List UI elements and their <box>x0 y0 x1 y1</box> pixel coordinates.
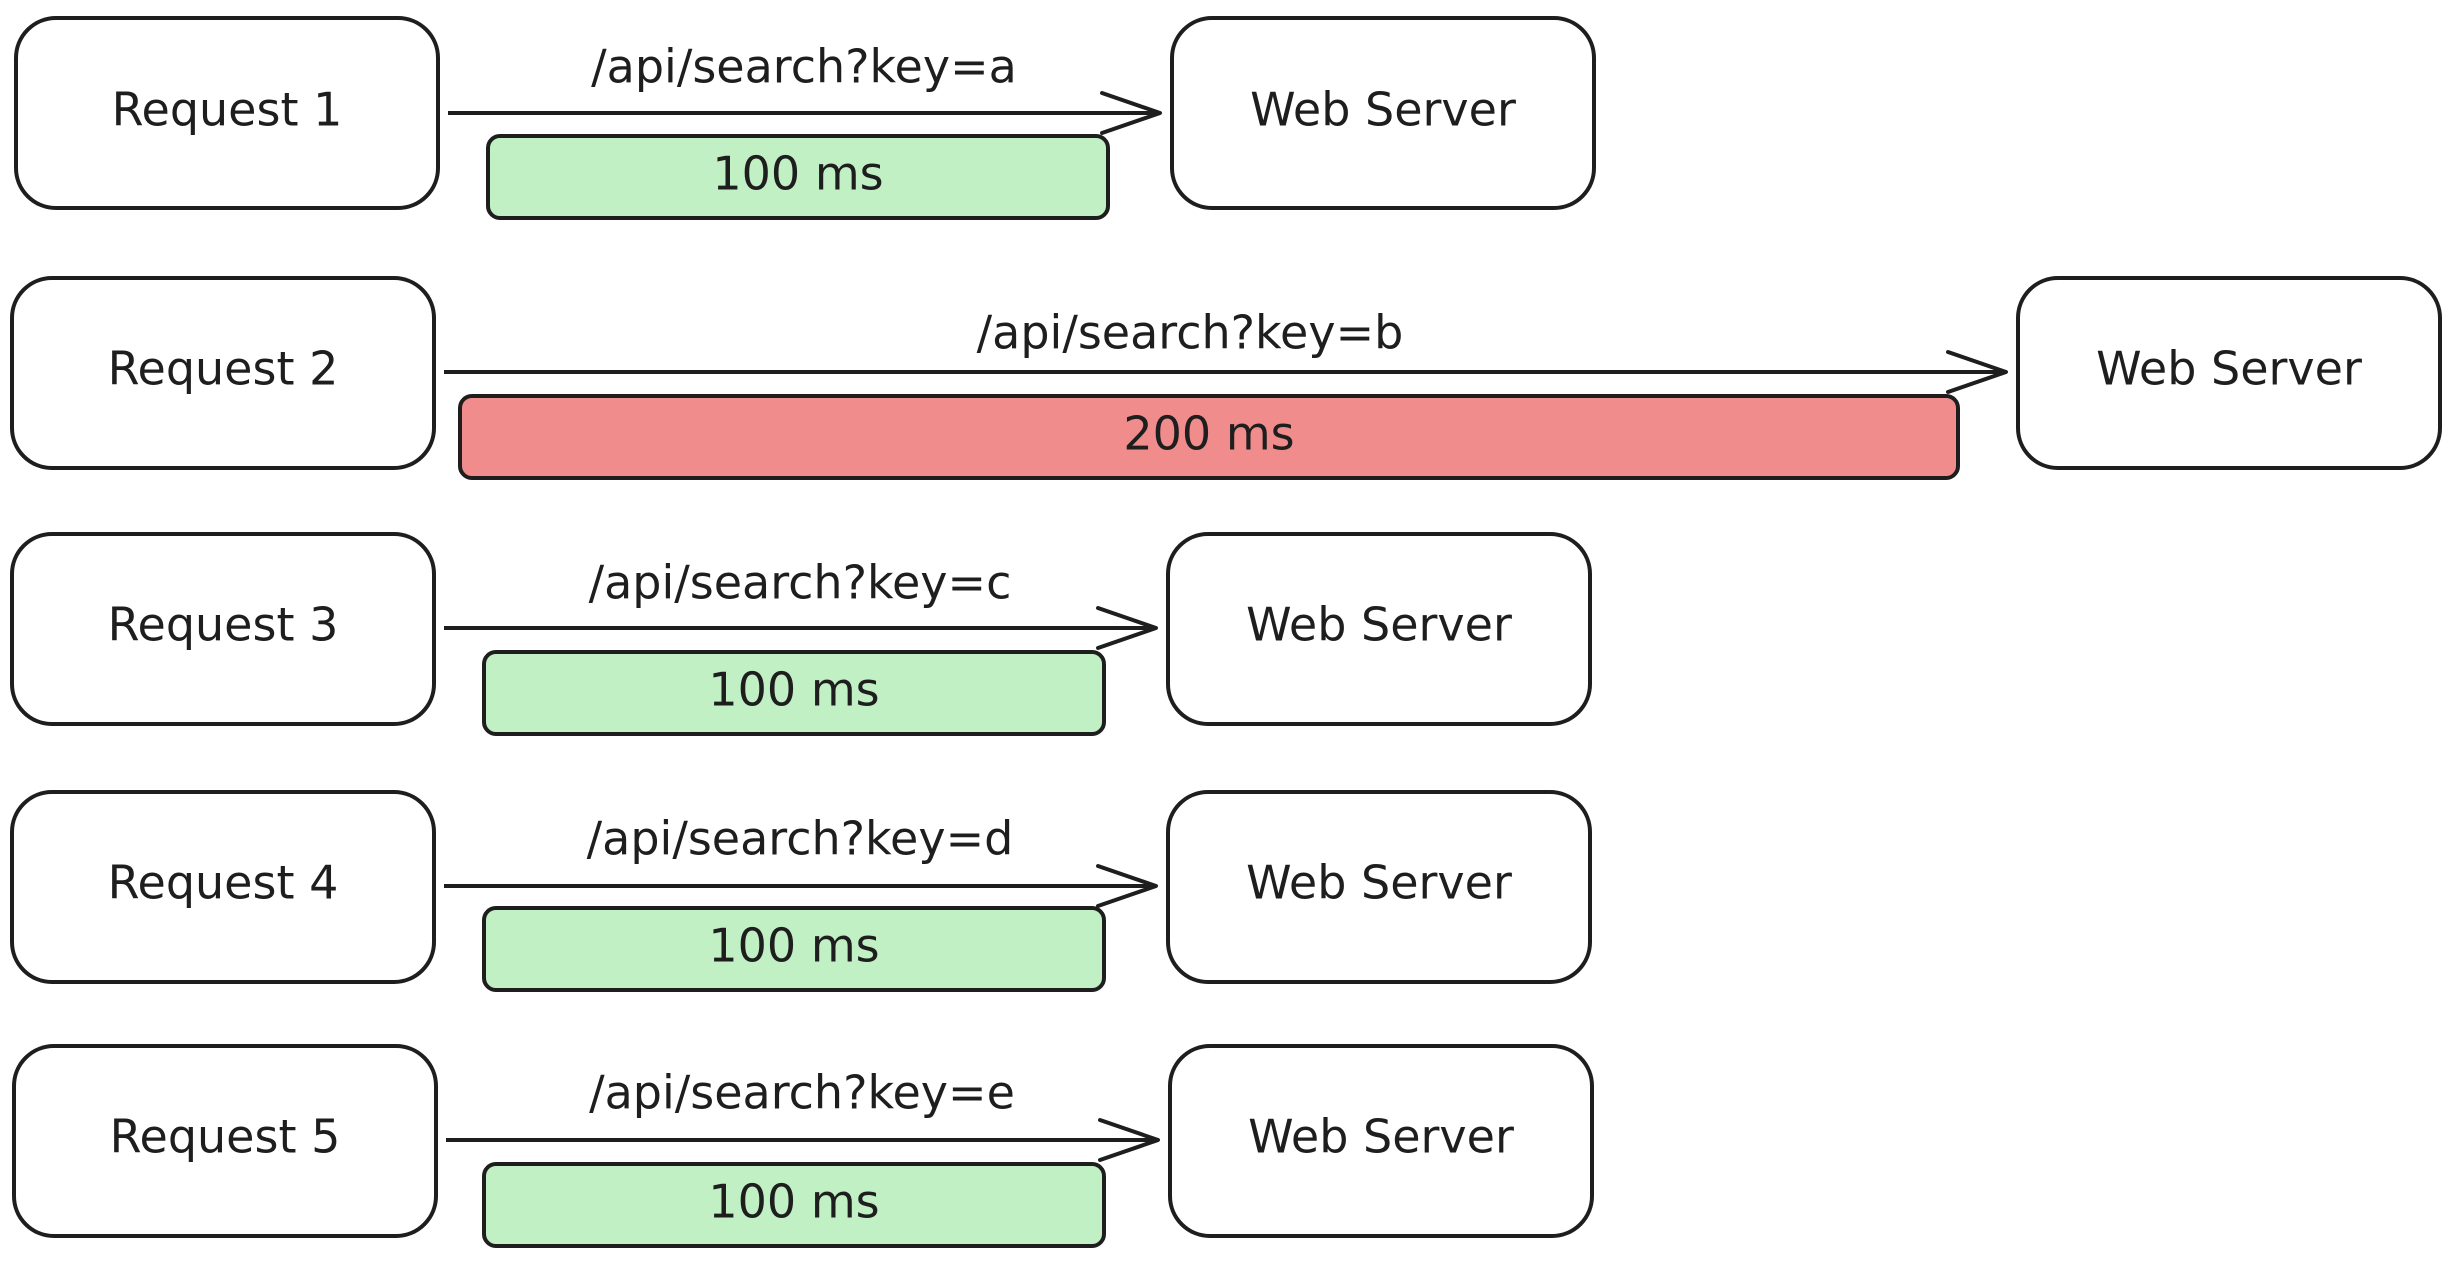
request-url-label: /api/search?key=a <box>591 40 1017 94</box>
web-server-label: Web Server <box>1250 83 1516 137</box>
request-row: Request 3 /api/search?key=c 100 ms Web S… <box>10 532 1592 736</box>
duration-label: 100 ms <box>712 147 883 201</box>
duration-label: 100 ms <box>708 663 879 717</box>
web-server-label: Web Server <box>1246 598 1512 652</box>
request-box <box>14 16 440 210</box>
request-row: Request 2 /api/search?key=b 200 ms Web S… <box>10 276 2442 480</box>
web-server-label: Web Server <box>1246 856 1512 910</box>
request-url-label: /api/search?key=c <box>589 556 1012 610</box>
web-server-label: Web Server <box>2096 342 2362 396</box>
duration-label: 100 ms <box>708 1175 879 1229</box>
request-url-label: /api/search?key=e <box>589 1066 1015 1120</box>
arrow-head <box>1100 91 1162 135</box>
request-box <box>10 276 436 470</box>
request-row: Request 5 /api/search?key=e 100 ms Web S… <box>12 1044 1594 1248</box>
duration-bar <box>482 650 1106 736</box>
request-url-label: /api/search?key=b <box>977 306 1404 360</box>
web-server-label: Web Server <box>1248 1110 1514 1164</box>
web-server-box <box>1166 532 1592 726</box>
web-server-box <box>1166 790 1592 984</box>
request-label: Request 2 <box>108 342 339 396</box>
web-server-box <box>1170 16 1596 210</box>
request-label: Request 3 <box>108 598 339 652</box>
request-label: Request 1 <box>112 83 343 137</box>
web-server-box <box>1168 1044 1594 1238</box>
arrow-head <box>1946 350 2008 394</box>
arrow-head <box>1096 864 1158 908</box>
duration-bar <box>482 1162 1106 1248</box>
duration-bar <box>482 906 1106 992</box>
request-box <box>12 1044 438 1238</box>
request-label: Request 4 <box>108 856 339 910</box>
request-url-label: /api/search?key=d <box>587 812 1014 866</box>
request-row: Request 1 /api/search?key=a 100 ms Web S… <box>14 16 1596 220</box>
request-row: Request 4 /api/search?key=d 100 ms Web S… <box>10 790 1592 992</box>
request-box <box>10 790 436 984</box>
arrow-head <box>1098 1118 1160 1162</box>
request-label: Request 5 <box>110 1110 341 1164</box>
duration-label: 100 ms <box>708 919 879 973</box>
web-server-box <box>2016 276 2442 470</box>
request-box <box>10 532 436 726</box>
arrow-head <box>1096 606 1158 650</box>
duration-label: 200 ms <box>1123 407 1294 461</box>
duration-bar <box>458 394 1960 480</box>
duration-bar <box>486 134 1110 220</box>
